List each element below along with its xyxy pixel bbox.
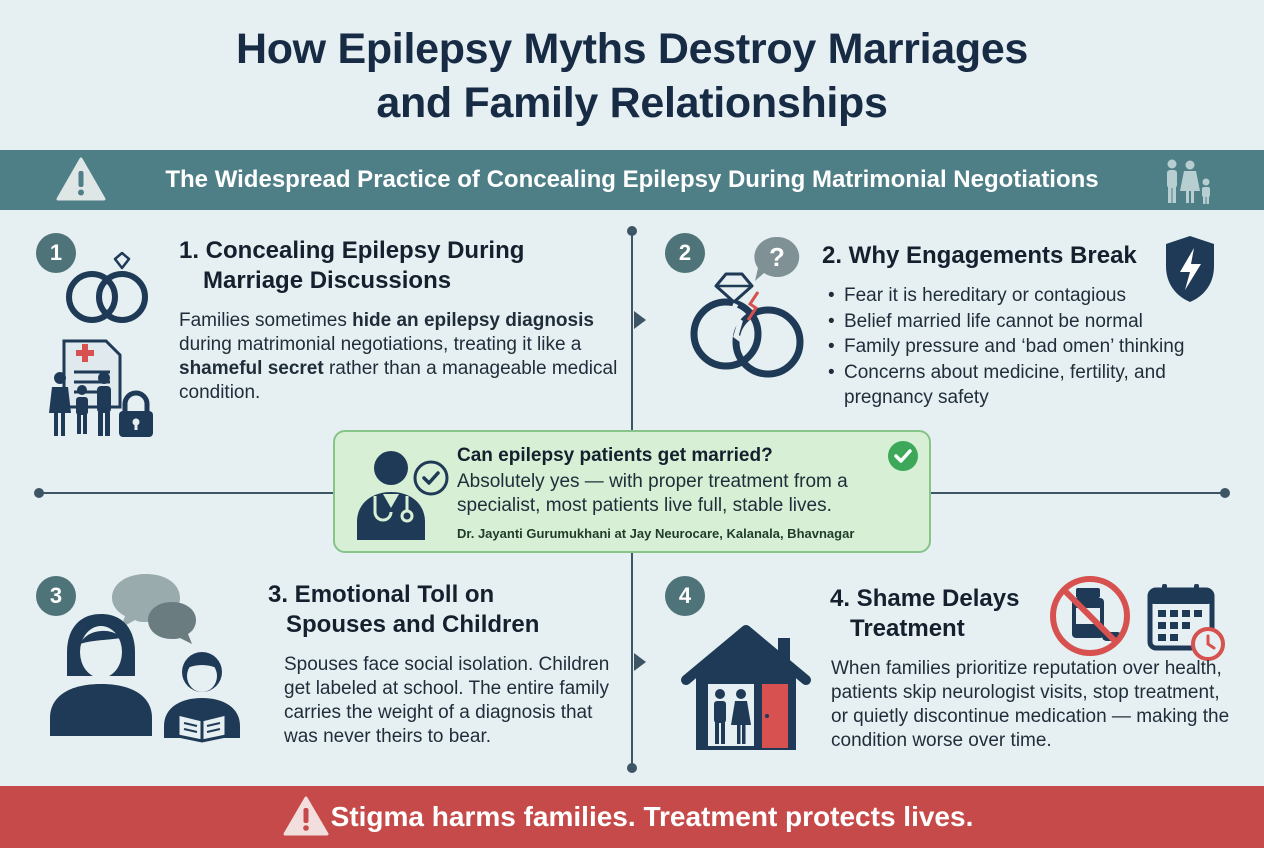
calendar-clock-icon (1147, 584, 1225, 661)
subtitle-banner: The Widespread Practice of Concealing Ep… (0, 150, 1264, 210)
divider-vertical-top (631, 228, 633, 544)
section-1-body: Families sometimes hide an epilepsy diag… (179, 309, 619, 405)
section-2-title: 2. Why Engagements Break (822, 242, 1137, 269)
warning-icon (56, 157, 106, 201)
svg-text:?: ? (769, 242, 785, 272)
banner-text: The Widespread Practice of Concealing Ep… (165, 166, 1099, 193)
section-4-body: When families prioritize reputation over… (831, 658, 1230, 751)
family-icon (1167, 159, 1210, 204)
section-4-title-line-2: Treatment (850, 615, 965, 642)
step-number-3: 3 (36, 576, 76, 616)
faq-answer: Absolutely yes — with proper treatment f… (457, 471, 848, 516)
divider-dot (34, 488, 44, 498)
wedding-rings-icon (66, 251, 148, 323)
section-1-title-line-1: 1. Concealing Epilepsy During (179, 237, 525, 264)
section-4-title-line-1: 4. Shame Delays (830, 585, 1020, 612)
section-1-text: rather than a manageable medical conditi… (179, 358, 618, 403)
divider-vertical-bottom (631, 553, 633, 768)
family-icon (49, 372, 111, 436)
faq-callout: Can epilepsy patients get married? Absol… (333, 430, 931, 553)
list-item: Concerns about medicine, fertility, and … (828, 360, 1228, 411)
section-3-title-line-2: Spouses and Children (286, 611, 540, 638)
question-bubble-icon: ? (754, 236, 800, 281)
section-1-title: 1. Concealing Epilepsy During Marriage D… (179, 236, 524, 296)
divider-horizontal-right (931, 492, 1225, 494)
section-1-emphasis: shameful secret (179, 358, 324, 379)
mother-icon (50, 614, 152, 736)
section-3-body: Spouses face social isolation. Children … (284, 654, 610, 747)
broken-ring-icon (690, 272, 804, 378)
section-4-title: 4. Shame Delays Treatment (830, 584, 1019, 644)
faq-question: Can epilepsy patients get married? (457, 445, 773, 466)
section-1-text: Families sometimes (179, 310, 353, 331)
title-line-1: How Epilepsy Myths Destroy Marriages (235, 25, 1029, 73)
check-icon (888, 441, 918, 471)
footer-text: Stigma harms families. Treatment protect… (330, 801, 974, 832)
section-3-title: 3. Emotional Toll on Spouses and Childre… (268, 580, 539, 640)
list-item: Fear it is hereditary or contagious (828, 283, 1228, 309)
step-number-2: 2 (665, 233, 705, 273)
section-1-title-line-2: Marriage Discussions (203, 267, 452, 294)
divider-arrow (634, 653, 646, 671)
step-number-4: 4 (665, 576, 705, 616)
divider-dot (1220, 488, 1230, 498)
step-number-1: 1 (36, 233, 76, 273)
divider-arrow (634, 311, 646, 329)
divider-dot (627, 763, 637, 773)
house-icon (681, 625, 811, 750)
footer-banner: Stigma harms families. Treatment protect… (0, 786, 1264, 848)
divider-horizontal-left (38, 492, 333, 494)
doctor-icon (357, 451, 449, 540)
title-line-2: and Family Relationships (376, 79, 888, 127)
padlock-icon (119, 390, 153, 437)
page-title: How Epilepsy Myths Destroy Marriages and… (0, 22, 1264, 130)
section-1-text: during matrimonial negotiations, treatin… (179, 334, 582, 355)
section-3-title-line-1: 3. Emotional Toll on (268, 581, 495, 608)
list-item: Family pressure and ‘bad omen’ thinking (828, 334, 1228, 360)
no-medicine-icon (1050, 576, 1130, 656)
list-item: Belief married life cannot be normal (828, 309, 1228, 335)
speech-bubbles-icon (112, 574, 196, 644)
divider-dot (627, 226, 637, 236)
section-2-bullets: Fear it is hereditary or contagious Beli… (828, 283, 1228, 411)
child-reading-icon (164, 652, 240, 743)
warning-icon (283, 796, 329, 836)
section-1-emphasis: hide an epilepsy diagnosis (352, 310, 594, 331)
faq-citation: Dr. Jayanti Gurumukhani at Jay Neurocare… (457, 526, 855, 541)
